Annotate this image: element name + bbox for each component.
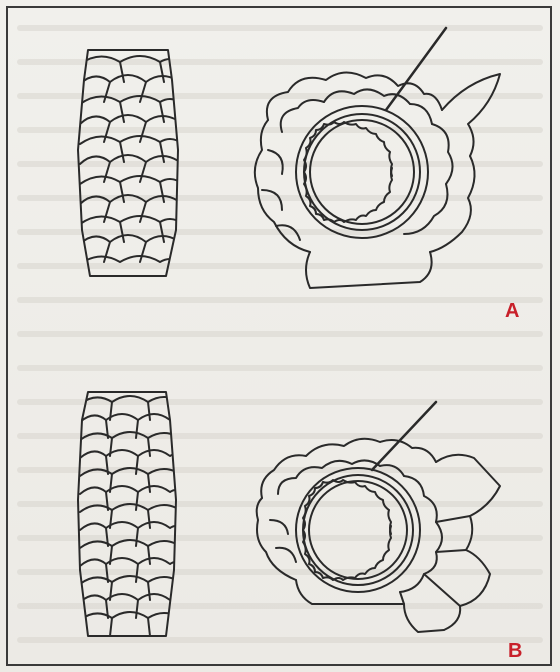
panel-label-a: A xyxy=(505,300,519,323)
panel-a-scaled-stem xyxy=(78,50,180,276)
panel-label-b: B xyxy=(508,640,522,663)
panel-a-cross-section xyxy=(255,28,500,288)
panel-b-cross-section xyxy=(257,402,500,632)
panel-b-scaled-stem xyxy=(78,392,180,636)
